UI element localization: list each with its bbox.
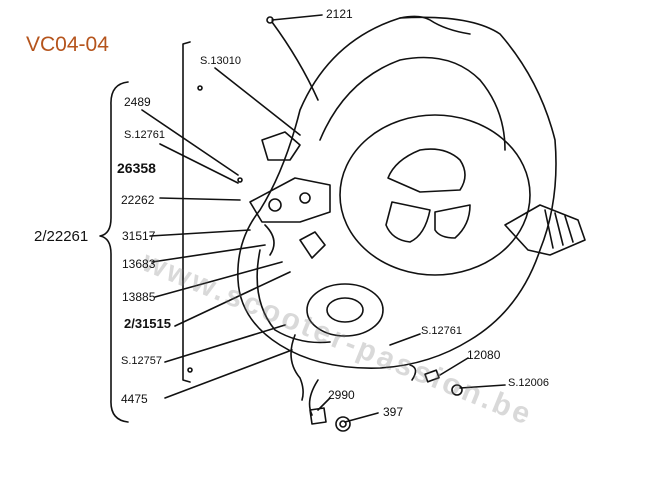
label-2489: 2489 <box>124 95 151 109</box>
label-13683: 13683 <box>122 257 156 271</box>
label-12080: 12080 <box>467 348 501 362</box>
brake-plate <box>249 177 331 223</box>
label-s12761-bottom: S.12761 <box>421 325 462 337</box>
label-2990: 2990 <box>328 388 355 402</box>
label-s12006: S.12006 <box>508 377 549 389</box>
label-s12761-top: S.12761 <box>124 129 165 141</box>
label-26358: 26358 <box>117 160 156 176</box>
engine-casing <box>237 16 557 369</box>
left-brace <box>99 81 129 423</box>
label-4475: 4475 <box>121 392 148 406</box>
hub <box>306 283 384 337</box>
label-s12757: S.12757 <box>121 355 162 367</box>
label-31517: 31517 <box>122 229 156 243</box>
label-2121: 2121 <box>326 7 353 21</box>
diagram-code: VC04-04 <box>26 33 109 56</box>
label-13885: 13885 <box>122 290 156 304</box>
label-s13010: S.13010 <box>200 55 241 67</box>
label-22262: 22262 <box>121 193 155 207</box>
flywheel-cover <box>339 114 531 276</box>
group-label: 2/22261 <box>34 228 89 245</box>
label-397: 397 <box>383 405 404 419</box>
kick-pedal <box>504 204 586 256</box>
label-2-31515: 2/31515 <box>124 316 171 331</box>
right-bracket <box>182 41 191 383</box>
casing-inner <box>319 56 506 151</box>
